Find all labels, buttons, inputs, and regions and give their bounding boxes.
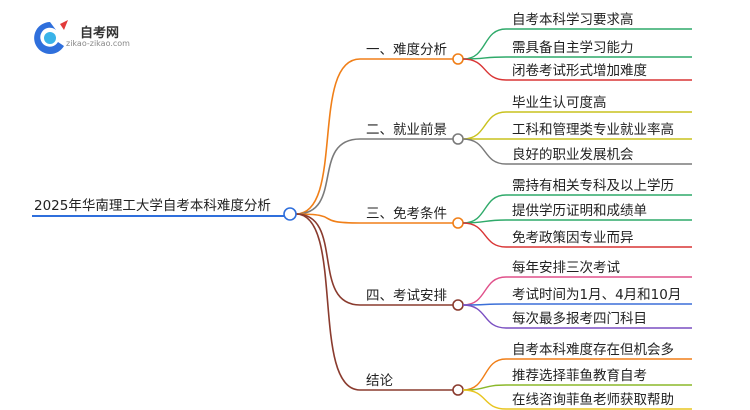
- branch-connector: [295, 58, 453, 215]
- leaf-connector: [462, 194, 692, 224]
- leaf-label: 闭卷考试形式增加难度: [512, 63, 647, 79]
- leaf-label: 考试时间为1月、4月和10月: [512, 287, 682, 303]
- leaf-label: 每次最多报考四门科目: [512, 311, 647, 327]
- branch-node: [452, 217, 464, 229]
- branch-connector: [295, 138, 453, 215]
- branch-node: [452, 53, 464, 65]
- branch-label: 结论: [366, 373, 393, 389]
- leaf-connector: [462, 111, 692, 140]
- root-label: 2025年华南理工大学自考本科难度分析: [34, 198, 271, 214]
- branch-node: [452, 133, 464, 145]
- branch-label: 一、难度分析: [366, 42, 447, 58]
- leaf-label: 每年安排三次考试: [512, 260, 620, 276]
- leaf-label: 良好的职业发展机会: [512, 147, 634, 163]
- branch-connector: [295, 213, 453, 391]
- leaf-connector: [462, 384, 692, 391]
- leaf-connector: [462, 303, 692, 306]
- branch-node: [452, 384, 464, 396]
- leaf-connector: [462, 276, 692, 306]
- leaf-label: 需持有相关专科及以上学历: [512, 178, 674, 194]
- leaf-connector: [462, 222, 692, 248]
- leaf-label: 自考本科难度存在但机会多: [512, 342, 674, 358]
- branch-label: 二、就业前景: [366, 122, 447, 138]
- leaf-connector: [462, 138, 692, 165]
- leaf-connector: [462, 389, 692, 410]
- logo-name: 自考网: [80, 26, 120, 41]
- leaf-label: 工科和管理类专业就业率高: [512, 122, 674, 138]
- leaf-connector: [462, 219, 692, 224]
- logo-url: zikao-zikao.com: [66, 39, 130, 48]
- leaf-label: 自考本科学习要求高: [512, 12, 634, 28]
- leaf-label: 提供学历证明和成绩单: [512, 203, 647, 219]
- leaf-connector: [462, 28, 692, 60]
- site-logo: [30, 18, 140, 58]
- leaf-label: 需具备自主学习能力: [512, 40, 634, 56]
- branch-connector: [295, 213, 453, 306]
- leaf-connector: [462, 304, 692, 329]
- leaf-connector: [462, 58, 692, 81]
- leaf-label: 毕业生认可度高: [512, 95, 607, 111]
- branch-label: 四、考试安排: [366, 288, 447, 304]
- leaf-label: 免考政策因专业而异: [512, 230, 634, 246]
- branch-label: 三、免考条件: [366, 206, 447, 222]
- leaf-label: 在线咨询菲鱼老师获取帮助: [512, 392, 674, 408]
- root-node: [283, 207, 297, 221]
- logo-icon: [34, 20, 68, 54]
- leaf-connector: [462, 56, 692, 60]
- branch-connector: [295, 213, 453, 224]
- branch-node: [452, 299, 464, 311]
- leaf-label: 推荐选择菲鱼教育自考: [512, 368, 647, 384]
- leaf-connector: [462, 358, 692, 391]
